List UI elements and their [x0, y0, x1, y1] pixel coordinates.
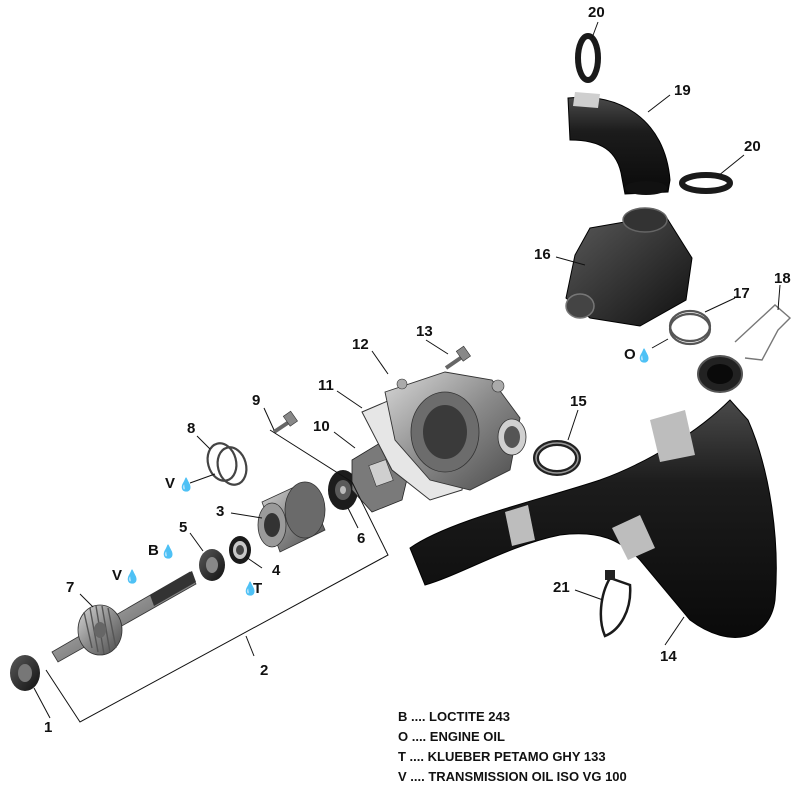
coolant-hose-part-14: [409, 355, 777, 638]
seal-part-4: [229, 536, 251, 564]
pump-shaft-gear-part-7: [51, 571, 197, 663]
callout-2: 2: [260, 662, 268, 679]
screw-part-9: [272, 410, 298, 434]
callout-9: 9: [252, 392, 260, 409]
oil-drop-icon: 💧: [160, 544, 176, 560]
lube-mark-o: O: [624, 346, 636, 363]
callout-8: 8: [187, 420, 195, 437]
callout-3: 3: [216, 503, 224, 520]
callout-20-top: 20: [588, 4, 605, 21]
water-pump-body-part-12: [384, 371, 527, 491]
callout-numbers: 1 2 3 4 5 6 7 8 9 10 11 12 13 14 15 16 1…: [44, 4, 791, 736]
lube-mark-t: T: [253, 580, 262, 597]
cable-tie-part-21: [599, 570, 632, 638]
callout-11: 11: [318, 377, 334, 394]
impeller-part-6: [328, 470, 358, 510]
thermostat-housing-part-16: [565, 207, 693, 327]
callout-15: 15: [570, 393, 587, 410]
clamp-part-20-top: [575, 33, 601, 83]
callout-5: 5: [179, 519, 187, 536]
callout-16: 16: [534, 246, 551, 263]
callout-18: 18: [774, 270, 791, 287]
o-ring-part-17: [668, 309, 712, 346]
callout-7: 7: [66, 579, 74, 596]
callout-10: 10: [313, 418, 330, 435]
callout-4: 4: [272, 562, 281, 579]
callout-14: 14: [660, 648, 677, 665]
bearing-part-5: [199, 549, 225, 581]
lubricant-marks: V 💧 V 💧 B 💧 💧 T O 💧: [112, 346, 652, 597]
oil-drop-icon: 💧: [242, 581, 258, 597]
assembly-bracket-part-2: [45, 429, 389, 723]
o-rings-part-8: [206, 442, 248, 486]
wire-clip-part-18: [734, 304, 792, 361]
callout-19: 19: [674, 82, 691, 99]
callout-1: 1: [44, 719, 52, 736]
lubricant-legend: B .... LOCTITE 243 O .... ENGINE OIL T .…: [398, 707, 627, 787]
housing-part-3: [257, 481, 326, 553]
callout-17: 17: [733, 285, 750, 302]
callout-20-right: 20: [744, 138, 761, 155]
legend-item-t: T .... KLUEBER PETAMO GHY 133: [398, 749, 606, 764]
lube-mark-v-shaft: V: [112, 567, 122, 584]
oil-drop-icon: 💧: [636, 348, 652, 364]
oil-drop-icon: 💧: [124, 569, 140, 585]
oil-drop-icon: 💧: [178, 477, 194, 493]
callout-12: 12: [352, 336, 369, 353]
leader-lines: [33, 21, 781, 719]
screw-part-13: [444, 345, 471, 370]
clamp-part-20-right: [679, 172, 733, 194]
clamp-part-15: [533, 440, 581, 476]
lube-mark-b: B: [148, 542, 159, 559]
lube-mark-v-o-ring: V: [165, 475, 175, 492]
legend-item-o: O .... ENGINE OIL: [398, 729, 505, 744]
callout-21: 21: [553, 579, 570, 596]
legend-item-b: B .... LOCTITE 243: [398, 709, 510, 724]
oil-seal-part-1: [10, 655, 40, 691]
callout-6: 6: [357, 530, 365, 547]
legend-item-v: V .... TRANSMISSION OIL ISO VG 100: [398, 769, 627, 784]
elbow-hose-part-19: [567, 92, 671, 195]
callout-13: 13: [416, 323, 433, 340]
